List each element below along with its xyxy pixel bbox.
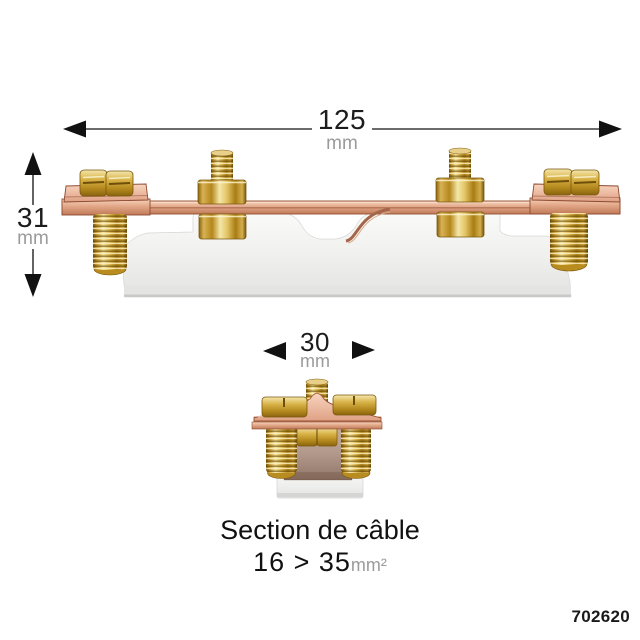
arrow-down-icon [24, 274, 42, 297]
clamp-bolt [550, 213, 588, 272]
height-value: 31 [16, 202, 50, 233]
cable-section-range: 16 > 35 [253, 547, 351, 577]
clamp-screw-head [261, 396, 308, 418]
width-unit: mm [326, 133, 358, 154]
clamp-screw-head [105, 170, 134, 197]
clamp-bolt [93, 214, 127, 276]
clamp-bolt [341, 427, 371, 479]
hex-nut [435, 177, 485, 203]
right-cable-clamp [529, 168, 621, 272]
product-end-view [251, 378, 383, 499]
cable-section-caption: Section de câble 16 > 35mm² [120, 514, 520, 581]
arrow-up-icon [24, 152, 42, 175]
clamp-screw-head [543, 168, 573, 196]
width-dimension-arrow [63, 120, 622, 138]
busbar-dip-curve [345, 207, 391, 243]
product-reference: 702620 [571, 607, 630, 626]
arrow-right-icon [599, 120, 622, 138]
height-unit: mm [17, 228, 49, 249]
caption-line1: Section de câble [220, 515, 420, 545]
left-cable-clamp [61, 169, 151, 276]
plastic-base [121, 211, 572, 298]
depth-dimension-label: 30 [283, 329, 347, 355]
connection-stud [435, 147, 485, 238]
cable-section-unit: mm² [350, 555, 387, 575]
width-value: 125 [317, 104, 367, 135]
base-bottom-edge [124, 294, 571, 297]
arrow-left-icon [63, 120, 86, 138]
arrow-right-icon [352, 341, 375, 359]
hex-nut [316, 426, 338, 447]
depth-value: 30 [300, 327, 330, 357]
height-dimension-arrow [24, 152, 42, 297]
caption-line2: 16 > 35mm² [120, 546, 520, 581]
base-bottom-shadow [124, 286, 571, 296]
clamp-screw-head [332, 394, 377, 416]
product-side-view [61, 147, 621, 298]
hex-nut [198, 213, 247, 240]
arrow-left-icon [263, 342, 286, 360]
connection-stud [197, 149, 247, 240]
depth-dimension-arrow [263, 341, 375, 360]
depth-unit: mm [300, 351, 330, 371]
clamp-screw-head [570, 169, 600, 196]
width-dimension-label: 125 [292, 106, 392, 134]
hex-nut [436, 211, 485, 238]
height-dimension-label: 31 [0, 204, 66, 232]
clamp-bolt [266, 427, 297, 479]
clamp-screw-head [79, 169, 108, 197]
hex-nut [296, 426, 318, 447]
hex-nut [197, 179, 247, 205]
